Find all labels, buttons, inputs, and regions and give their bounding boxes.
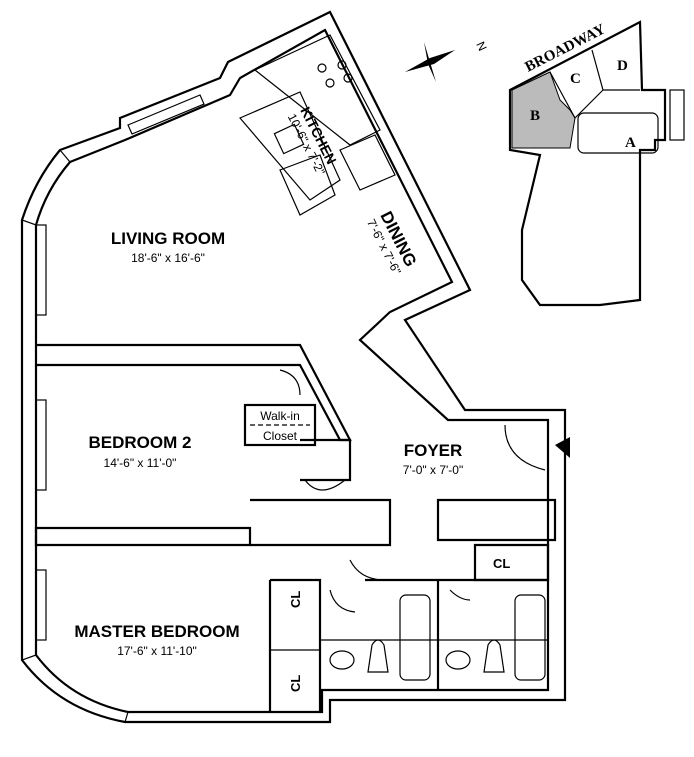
keyplan-street: BROADWAY [523, 21, 609, 75]
keyplan-unit-b: B [530, 108, 540, 124]
exterior-walls [20, 10, 567, 724]
keyplan-unit-a: A [625, 135, 636, 151]
walk-in-closet-label-2: Closet [263, 429, 298, 443]
master-bedroom-label: MASTER BEDROOM [74, 622, 239, 641]
interior-walls [34, 34, 570, 712]
walk-in-closet-label: Walk-in [260, 409, 300, 423]
living-room-dim: 18'-6" x 16'-6" [131, 251, 205, 265]
entrance-arrow-icon [555, 437, 570, 458]
closet-label-master-1: CL [288, 591, 303, 608]
master-bedroom-dim: 17'-6" x 11'-10" [117, 644, 197, 658]
foyer-dim: 7'-0" x 7'-0" [403, 463, 463, 477]
north-label: N [473, 39, 489, 53]
closet-label-foyer: CL [493, 556, 510, 571]
north-arrow-icon [405, 42, 455, 82]
foyer-label: FOYER [404, 441, 463, 460]
bedroom-2-dim: 14'-6" x 11'-0" [104, 456, 177, 470]
living-room-label: LIVING ROOM [111, 229, 225, 248]
bedroom-2-label: BEDROOM 2 [89, 433, 192, 452]
key-plan: BROADWAY A B C D [508, 20, 685, 307]
keyplan-unit-d: D [617, 58, 628, 74]
keyplan-unit-c: C [570, 71, 581, 87]
closet-label-master-2: CL [288, 675, 303, 692]
